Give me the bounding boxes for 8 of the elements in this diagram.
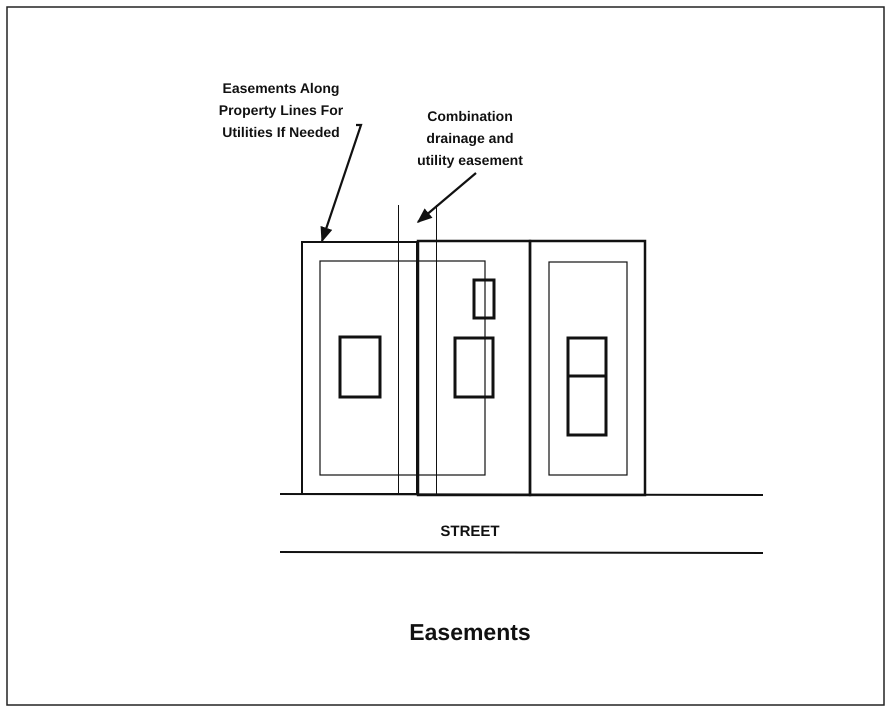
street-label: STREET [439, 522, 501, 542]
callout-text: Combination drainage and utility easement [408, 105, 532, 171]
easement-strip [398, 205, 437, 495]
caption: Easements [408, 618, 532, 647]
leader-arrow [416, 172, 477, 223]
lot-outline [301, 241, 418, 495]
callout-text: Easements Along Property Lines For Utilities If Needed [206, 77, 356, 143]
leader-arrow [320, 124, 363, 242]
